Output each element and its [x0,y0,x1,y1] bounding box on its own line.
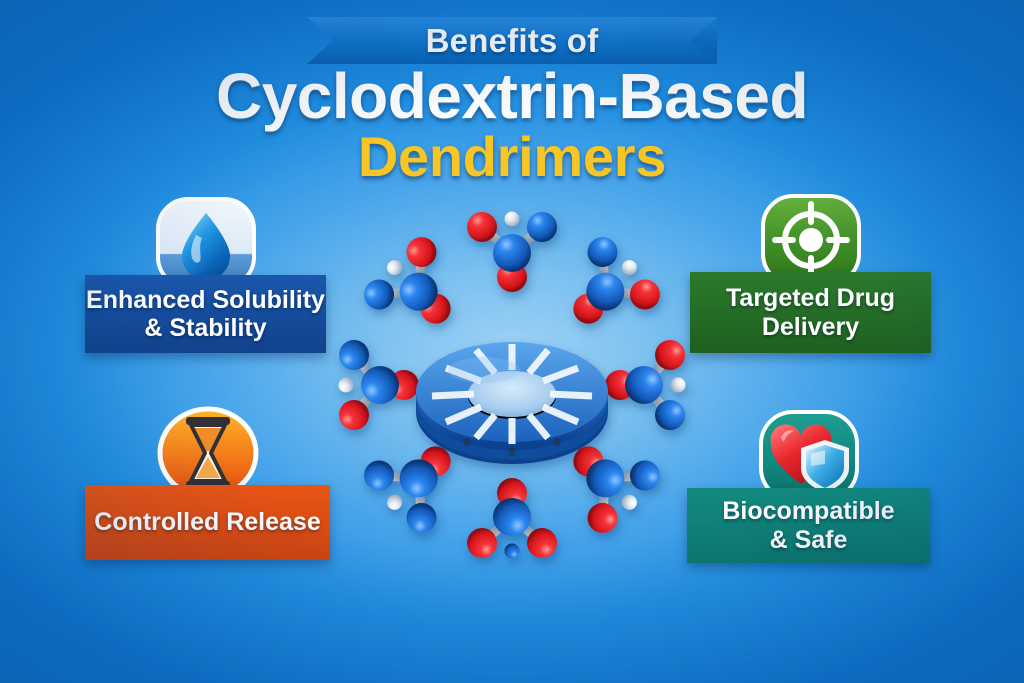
page-title-line1: Cyclodextrin-Based [215,60,809,132]
water-droplet-icon [152,193,260,293]
benefit-label-line1: Biocompatible [722,497,895,526]
benefit-banner-biocompatible: Biocompatible & Safe [687,488,930,563]
dendrimer-branches [338,211,686,559]
header-ribbon-label: Benefits of [425,21,599,59]
heart-shield-icon [755,406,863,506]
benefit-label-line2: Delivery [761,312,860,341]
page-title-line2: Dendrimers [357,125,667,188]
benefit-label-line2: & Safe [769,525,848,554]
benefit-card-solubility[interactable]: Enhanced Solubility & Stability [85,193,326,353]
benefit-banner-controlled-release: Controlled Release [85,485,330,560]
benefit-card-targeted-delivery[interactable]: Targeted Drug Delivery [690,190,931,353]
benefit-label-line1: Enhanced Solubility [86,285,325,314]
benefit-card-controlled-release[interactable]: Controlled Release [85,403,330,560]
crosshair-target-icon [757,190,865,290]
benefit-card-biocompatible[interactable]: Biocompatible & Safe [687,406,930,563]
header-ribbon-inner [307,17,717,64]
benefit-label-line2: & Stability [144,314,267,342]
benefit-banner-targeted-delivery: Targeted Drug Delivery [690,272,931,353]
cyclodextrin-dendrimer-molecule [338,211,686,559]
benefit-banner-solubility: Enhanced Solubility & Stability [85,275,326,353]
benefit-label-line1: Targeted Drug [726,284,895,313]
benefit-label-line1: Controlled Release [94,508,321,537]
cyclodextrin-torus-core [416,342,608,464]
